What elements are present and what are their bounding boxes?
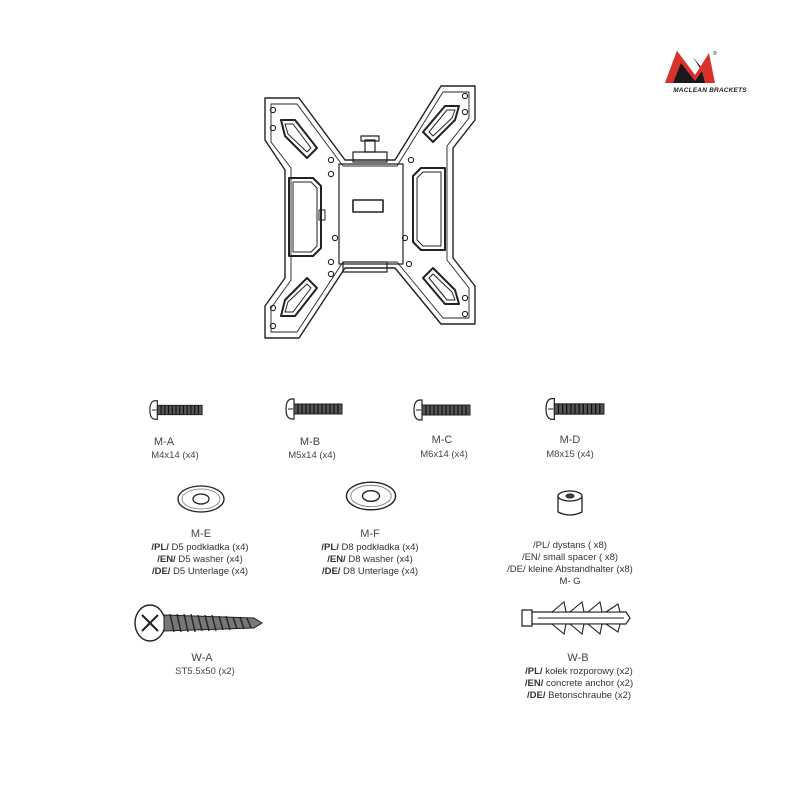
part-m-c-spec: M6x14 (x4) bbox=[420, 449, 468, 460]
bolt-icon bbox=[544, 395, 606, 423]
part-m-d-spec: M8x15 (x4) bbox=[546, 449, 594, 460]
lang-tag: /PL/ bbox=[525, 666, 543, 677]
lang-tag: /EN/ bbox=[327, 554, 346, 565]
lang-tag: /PL/ bbox=[151, 542, 169, 553]
wood-screw-icon bbox=[134, 604, 263, 642]
part-m-d bbox=[544, 395, 606, 423]
desc-pl: kołek rozporowy (x2) bbox=[542, 666, 633, 677]
wall-anchor-icon bbox=[521, 600, 631, 636]
part-m-f-description: /PL/ D8 podkładka (x4) /EN/ D8 washer (x… bbox=[280, 542, 460, 578]
part-m-g bbox=[555, 488, 585, 520]
svg-text:®: ® bbox=[713, 50, 717, 57]
desc-de: Betonschraube (x2) bbox=[545, 690, 632, 701]
part-w-b-description: /PL/ kołek rozporowy (x2) /EN/ concrete … bbox=[484, 666, 674, 702]
part-m-e-description: /PL/ D5 podkładka (x4) /EN/ D5 washer (x… bbox=[110, 542, 290, 578]
part-m-a-code: M-A bbox=[153, 436, 175, 448]
part-w-b-code: W-B bbox=[567, 652, 589, 664]
bolt-icon bbox=[412, 397, 472, 423]
part-m-c-code: M-C bbox=[431, 434, 453, 446]
part-m-b-spec: M5x14 (x4) bbox=[288, 450, 336, 461]
part-m-g-description: /PL/ dystans ( x8) /EN/ small spacer ( x… bbox=[470, 540, 670, 588]
desc-en: /EN/ small spacer ( x8) bbox=[521, 552, 619, 563]
brand-logo: ® MACLEAN BRACKETS bbox=[655, 45, 765, 105]
spacer-icon bbox=[557, 490, 583, 516]
desc-en: D5 washer (x4) bbox=[175, 554, 243, 565]
desc-de: /DE/ kleine Abstandhalter (x8) bbox=[507, 564, 633, 575]
part-m-e bbox=[176, 484, 226, 514]
part-w-a bbox=[130, 600, 266, 646]
part-m-c bbox=[412, 397, 472, 423]
lang-tag: /PL/ bbox=[321, 542, 339, 553]
part-m-f-code: M-F bbox=[360, 528, 380, 540]
part-m-a-spec: M4x14 (x4) bbox=[151, 450, 199, 461]
part-m-b-code: M-B bbox=[299, 436, 321, 448]
desc-de: D8 Unterlage (x4) bbox=[340, 566, 419, 577]
part-m-d-code: M-D bbox=[559, 434, 581, 446]
bolt-icon bbox=[284, 396, 344, 422]
lang-tag: /EN/ bbox=[157, 554, 176, 565]
desc-pl: D8 podkładka (x4) bbox=[338, 542, 419, 553]
part-m-b bbox=[284, 396, 344, 422]
bolt-icon bbox=[148, 398, 204, 422]
washer-icon bbox=[176, 484, 226, 514]
washer-icon bbox=[344, 480, 398, 512]
lang-tag: /DE/ bbox=[151, 566, 171, 577]
lang-tag: /EN/ bbox=[524, 678, 544, 689]
lang-tag: /DE/ bbox=[321, 566, 341, 577]
part-m-f bbox=[344, 480, 398, 512]
maclean-logo-icon: ® bbox=[665, 50, 717, 83]
part-w-b bbox=[518, 598, 634, 638]
part-m-e-code: M-E bbox=[190, 528, 212, 540]
part-w-a-code: W-A bbox=[191, 652, 213, 664]
wall-bracket-diagram bbox=[255, 78, 485, 353]
desc-en: D8 washer (x4) bbox=[345, 554, 413, 565]
desc-de: D5 Unterlage (x4) bbox=[170, 566, 249, 577]
part-m-a bbox=[148, 398, 204, 422]
desc-en: concrete anchor (x2) bbox=[543, 678, 634, 689]
part-w-a-spec: ST5.5x50 (x2) bbox=[175, 666, 235, 677]
desc-pl: /PL/ dystans ( x8) bbox=[533, 540, 607, 551]
lang-tag: /DE/ bbox=[526, 690, 546, 701]
part-m-g-code: M- G bbox=[559, 576, 581, 587]
logo-text: MACLEAN BRACKETS bbox=[673, 87, 747, 94]
desc-pl: D5 podkładka (x4) bbox=[168, 542, 249, 553]
